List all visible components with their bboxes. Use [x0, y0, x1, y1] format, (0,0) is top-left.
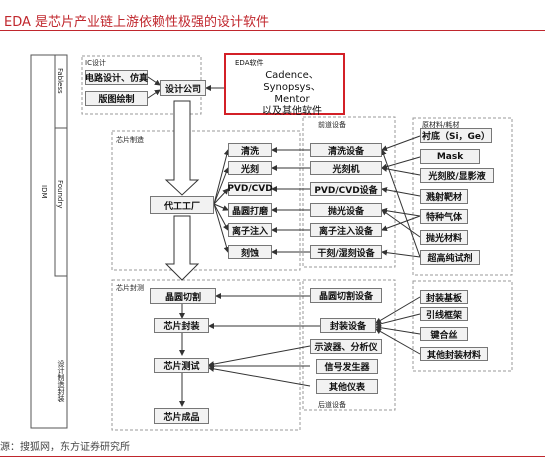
bottom-rule [0, 456, 545, 457]
equip-ion-implant: 离子注入设备 [310, 223, 382, 237]
equip-lithography: 光刻机 [310, 161, 382, 175]
title-rule [0, 30, 545, 31]
pkg-chip-testing: 芯片测试 [154, 358, 209, 373]
equip-etching: 干刻/湿刻设备 [310, 245, 382, 259]
fabless-label: Fabless [56, 68, 64, 94]
chip-packaging-group-label: 芯片封测 [116, 284, 144, 292]
back-equipment-group-label: 后道设备 [318, 401, 346, 409]
step-cleaning: 清洗 [228, 143, 272, 157]
material-substrate: 衬底（Si，Ge） [420, 128, 492, 143]
circuit-design-box: 电路设计、仿真 [85, 70, 148, 85]
design-company-box: 设计公司 [160, 80, 206, 96]
equip-polishing: 抛光设备 [310, 203, 382, 217]
eda-software-label: EDA软件 [235, 59, 264, 67]
pkg-chip-packaging: 芯片封装 [154, 318, 209, 333]
back-equip-oscilloscope: 示波器、分析仪 [310, 339, 382, 354]
back-equip-other-meters: 其他仪表 [316, 379, 378, 394]
front-equipment-group-label: 前道设备 [318, 121, 346, 129]
material-polishing: 抛光材料 [420, 230, 468, 245]
pkg-material-lead-frame: 引线框架 [420, 307, 468, 321]
pkg-material-substrate: 封装基板 [420, 290, 468, 304]
layout-drawing-box: 版图绘制 [85, 91, 148, 106]
material-ultrapure-reagent: 超高纯试剂 [420, 250, 480, 265]
material-mask: Mask [420, 149, 480, 164]
bottom-side-label: 设计制造封装 [57, 360, 65, 402]
pkg-finished-chip: 芯片成品 [154, 408, 209, 424]
chip-manufacturing-group-label: 芯片制造 [116, 136, 144, 144]
back-equip-packaging: 封装设备 [320, 318, 376, 333]
step-ion-implant: 离子注入 [228, 223, 272, 237]
equip-cleaning: 清洗设备 [310, 143, 382, 157]
source-note: 源：搜狐网，东方证券研究所 [0, 442, 130, 453]
material-special-gas: 特种气体 [420, 209, 468, 224]
page-title: EDA 是芯片产业链上游依赖性极强的设计软件 [4, 15, 270, 30]
step-etching: 刻蚀 [228, 245, 272, 259]
back-equip-dicing: 晶圆切割设备 [310, 288, 382, 303]
back-equip-signal-generator: 信号发生器 [316, 359, 378, 374]
eda-vendor-line-1: Cadence、 [265, 70, 319, 81]
foundry-label: Foundry [56, 180, 64, 209]
foundry-box: 代工工厂 [150, 196, 214, 214]
step-lithography: 光刻 [228, 161, 272, 175]
eda-software-box [224, 53, 345, 115]
step-wafer-polishing: 晶圆打磨 [228, 203, 272, 217]
eda-software-vendors: Cadence、 Synopsys、Mentor 以及其他软件 [246, 70, 338, 118]
pkg-material-bonding-wire: 键合丝 [420, 327, 468, 341]
ic-design-group-label: IC设计 [85, 59, 106, 67]
material-sputter-target: 溅射靶材 [420, 189, 468, 204]
material-photoresist: 光刻胶/显影液 [420, 168, 494, 183]
pkg-material-other: 其他封装材料 [420, 347, 488, 361]
step-pvd-cvd: PVD/CVD [227, 182, 273, 196]
materials-group-label: 原材料/耗材 [422, 121, 460, 129]
eda-vendor-line-3: 以及其他软件 [262, 106, 322, 117]
idm-label: IDM [40, 185, 48, 199]
eda-vendor-line-2: Synopsys、Mentor [263, 82, 321, 105]
pkg-wafer-dicing: 晶圆切割 [150, 288, 216, 304]
equip-pvd-cvd: PVD/CVD设备 [310, 182, 382, 196]
